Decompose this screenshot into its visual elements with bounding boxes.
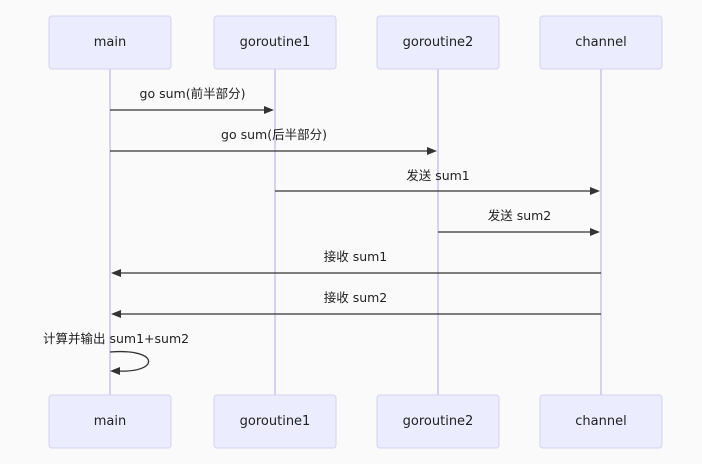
message-arrowhead — [111, 310, 121, 318]
message-arrowhead — [110, 367, 120, 375]
message-2: go sum(后半部分) — [110, 127, 437, 155]
participant-goroutine1-top: goroutine1 — [213, 15, 337, 70]
participant-label: goroutine2 — [403, 35, 474, 50]
participant-label: goroutine2 — [403, 414, 474, 429]
participant-channel-bottom: channel — [539, 394, 663, 449]
message-4: 发送 sum2 — [438, 208, 600, 236]
message-arrowhead — [111, 269, 121, 277]
message-label: 接收 sum2 — [324, 290, 388, 305]
participant-box — [539, 15, 663, 70]
participant-label: main — [94, 35, 126, 50]
participant-main-top: main — [48, 15, 172, 70]
message-1: go sum(前半部分) — [110, 86, 274, 114]
message-5: 接收 sum1 — [111, 249, 601, 277]
message-7: 计算并输出 sum1+sum2 — [43, 331, 189, 375]
participant-label: goroutine1 — [240, 35, 311, 50]
message-arrowhead — [264, 106, 274, 114]
participant-box — [213, 15, 337, 70]
message-label: go sum(后半部分) — [221, 127, 327, 142]
participant-goroutine2-top: goroutine2 — [376, 15, 500, 70]
message-arrowhead — [590, 187, 600, 195]
message-arrow-line — [109, 350, 150, 372]
messages: go sum(前半部分) go sum(后半部分) 发送 sum1 发送 sum2 接收… — [43, 86, 601, 375]
participant-label: channel — [575, 414, 626, 429]
message-label: 发送 sum2 — [488, 208, 552, 223]
message-3: 发送 sum1 — [275, 168, 600, 195]
participant-box — [48, 15, 172, 70]
participant-channel-top: channel — [539, 15, 663, 70]
message-label: 接收 sum1 — [324, 249, 388, 264]
participant-label: main — [94, 414, 126, 429]
participant-main-bottom: main — [48, 394, 172, 449]
message-arrowhead — [590, 228, 600, 236]
participant-goroutine2-bottom: goroutine2 — [376, 394, 500, 449]
participant-box — [48, 394, 172, 449]
participant-box — [539, 394, 663, 449]
participants-bottom: main goroutine1 goroutine2 channel — [48, 394, 663, 449]
message-label: go sum(前半部分) — [140, 86, 246, 101]
participant-box — [376, 394, 500, 449]
message-6: 接收 sum2 — [111, 290, 601, 318]
participants-top: main goroutine1 goroutine2 channel — [48, 15, 663, 70]
participant-box — [376, 15, 500, 70]
participant-label: goroutine1 — [240, 414, 311, 429]
participant-label: channel — [575, 35, 626, 50]
message-label: 计算并输出 sum1+sum2 — [43, 331, 189, 346]
message-label: 发送 sum1 — [406, 168, 470, 183]
message-arrowhead — [427, 147, 437, 155]
participant-goroutine1-bottom: goroutine1 — [213, 394, 337, 449]
participant-box — [213, 394, 337, 449]
